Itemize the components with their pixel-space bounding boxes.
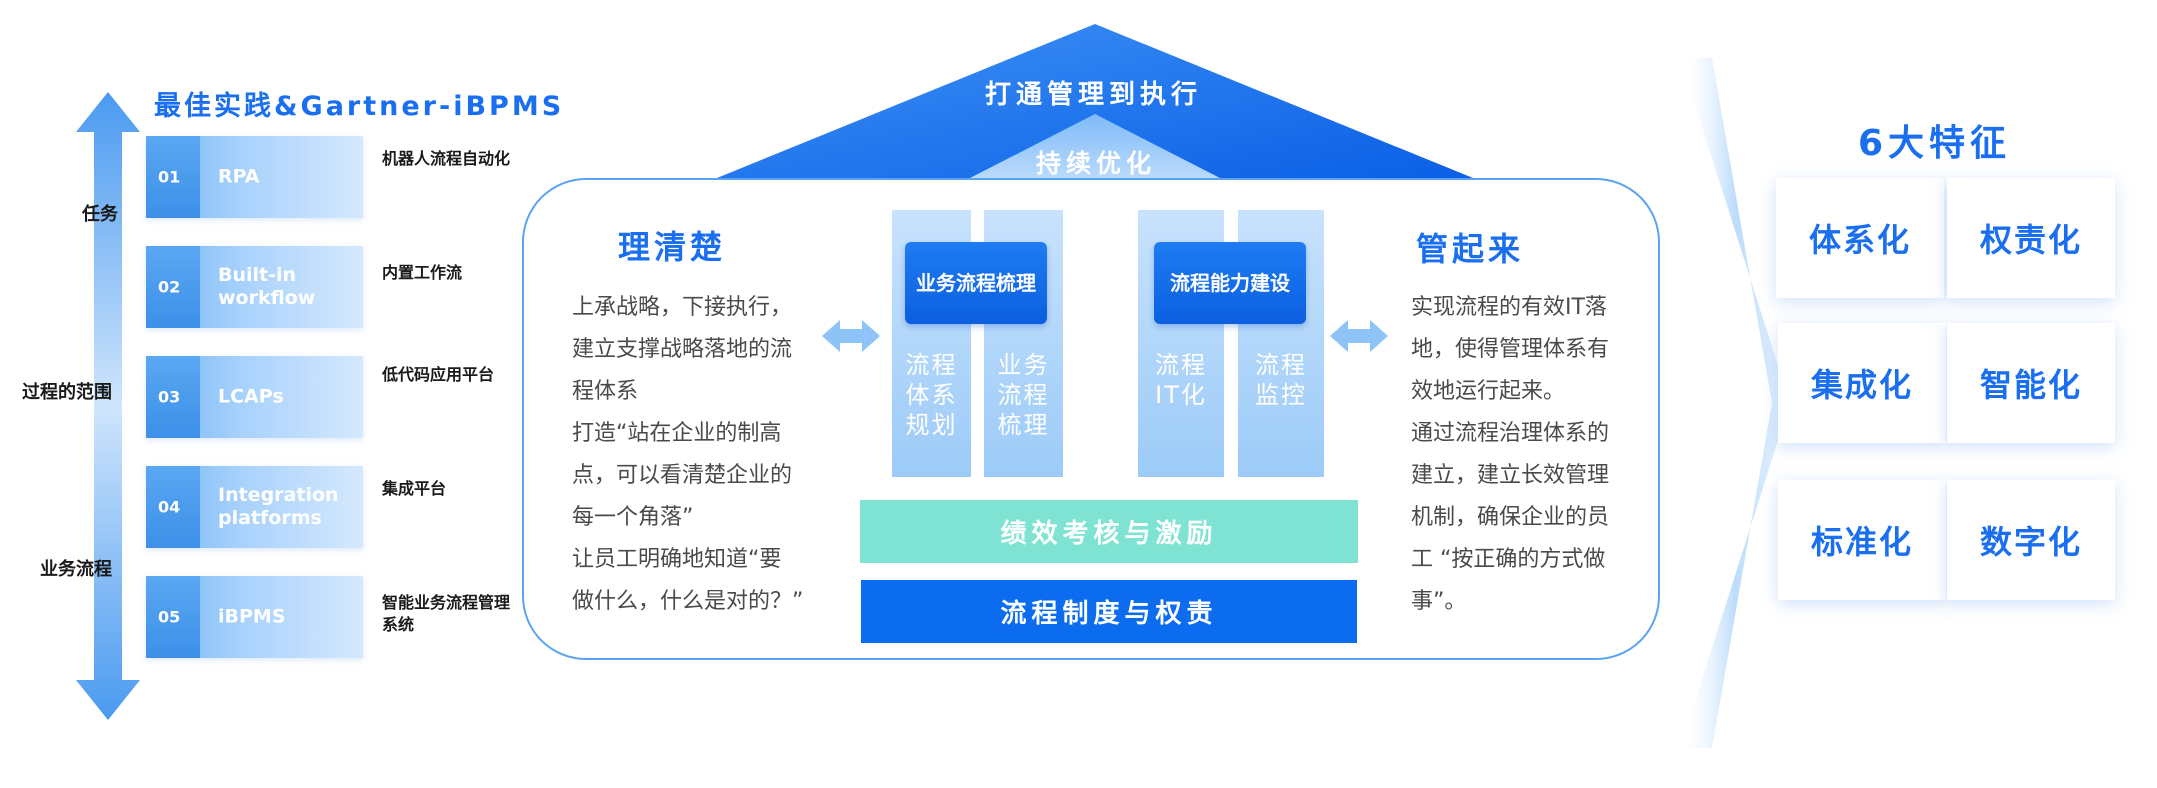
group-label-process-capability: 流程能力建设 (1154, 242, 1306, 324)
clarify-description: 上承战略，下接执行， 建立支撑战略落地的流 程体系 打造“站在企业的制高 点，可… (572, 295, 804, 614)
double-arrow-icon (822, 320, 880, 352)
six-features-title: 6大特征 (1858, 123, 2012, 164)
band-performance-incentive: 绩效考核与激励 (860, 500, 1358, 563)
step-description: 集成平台 (382, 479, 447, 498)
best-practice-title: 最佳实践&Gartner-iBPMS (154, 91, 565, 122)
step-card-rpa: 01 RPA (146, 136, 363, 218)
feature-card: 数字化 (1947, 480, 2115, 600)
step-number: 01 (158, 167, 181, 187)
roof-subtitle: 持续优化 (1036, 149, 1157, 178)
manage-description: 实现流程的有效IT落 地，使得管理体系有 效地运行起来。 通过流程治理体系的 建… (1411, 295, 1610, 614)
scope-axis-arrow (76, 92, 140, 720)
step-card-built-in-workflow: 02 Built-in workflow (146, 246, 363, 328)
step-description: 智能业务流程管理系统 (382, 593, 511, 634)
step-card-integration-platforms: 04 Integration platforms (146, 466, 363, 548)
pillar-text: 流程 IT化 (1155, 351, 1207, 409)
group-label-business-process: 业务流程梳理 (905, 242, 1047, 324)
feature-card: 集成化 (1778, 323, 1946, 443)
step-number: 04 (158, 497, 181, 517)
step-number: 02 (158, 277, 181, 297)
double-arrow-icon (1330, 320, 1388, 352)
step-name: Integration platforms (218, 484, 339, 529)
step-name: Built-in workflow (218, 264, 316, 309)
axis-label-task: 任务 (82, 204, 118, 225)
section-title-clarify: 理清楚 (618, 228, 727, 266)
chevron-divider (1680, 58, 1790, 748)
step-description: 机器人流程自动化 (382, 149, 511, 168)
roof-title: 打通管理到执行 (985, 80, 1203, 110)
step-card-lcaps: 03 LCAPs (146, 356, 363, 438)
step-description: 低代码应用平台 (382, 365, 495, 384)
step-number: 03 (158, 387, 181, 407)
pillar-text: 业务 流程 梳理 (997, 351, 1050, 439)
feature-card: 智能化 (1947, 323, 2115, 443)
pillar-text: 流程 体系 规划 (905, 351, 958, 439)
step-number: 05 (158, 607, 181, 627)
house-body (522, 178, 1660, 660)
section-title-manage: 管起来 (1416, 230, 1525, 268)
feature-card: 体系化 (1776, 178, 1944, 298)
step-name: RPA (218, 165, 260, 188)
pillar-text: 流程 监控 (1255, 351, 1307, 409)
house-roof (717, 24, 1473, 178)
feature-card: 权责化 (1947, 178, 2115, 298)
axis-label-business-process: 业务流程 (40, 559, 112, 580)
step-name: iBPMS (218, 605, 286, 628)
axis-label-scope: 过程的范围 (22, 382, 112, 403)
step-name: LCAPs (218, 385, 284, 408)
step-description: 内置工作流 (382, 263, 463, 282)
feature-card: 标准化 (1778, 480, 1946, 600)
step-card-ibpms: 05 iBPMS (146, 576, 363, 658)
band-process-system-responsibility: 流程制度与权责 (861, 580, 1357, 643)
